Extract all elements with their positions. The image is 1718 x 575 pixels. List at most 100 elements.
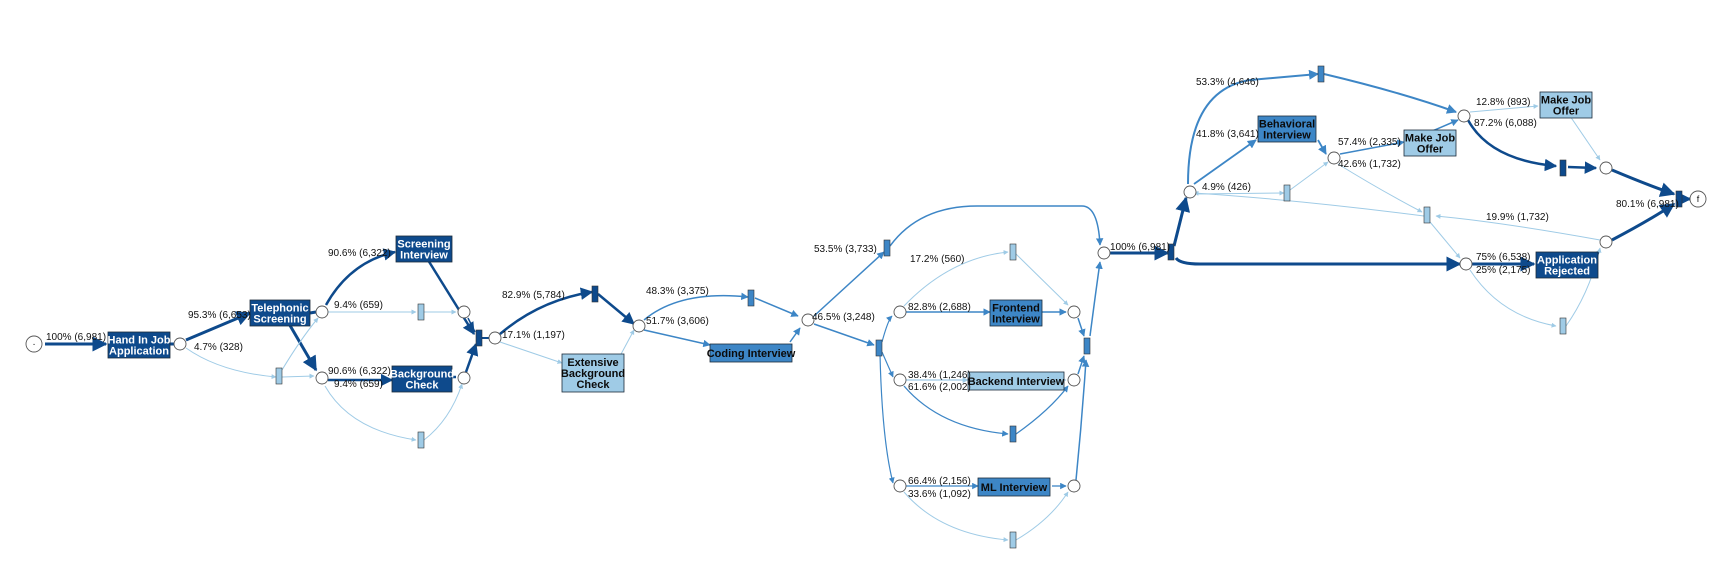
activity-box[interactable] bbox=[395, 235, 453, 263]
edge-p21-to-end-join bbox=[1611, 202, 1676, 242]
edge-p10-to-silent-g bbox=[903, 249, 1009, 307]
place bbox=[893, 373, 907, 387]
start-place: · bbox=[25, 335, 43, 353]
silent-transition bbox=[1559, 159, 1567, 177]
edge-silent-skip-to-p2 bbox=[281, 317, 319, 371]
edge-silent-skip-to-p3 bbox=[281, 373, 315, 379]
edge-p15-to-silent-j bbox=[1075, 359, 1090, 481]
edge-silent-j-to-p9 bbox=[1089, 261, 1103, 337]
activity-backend-interview[interactable]: Backend Interview bbox=[967, 371, 1065, 391]
activity-label-line: Background bbox=[561, 368, 625, 380]
activity-box[interactable] bbox=[391, 365, 453, 393]
places bbox=[173, 109, 1613, 493]
place bbox=[632, 319, 646, 333]
edge-silent-i-to-p15 bbox=[1015, 491, 1069, 541]
edge-label: 95.3% (6,653) bbox=[188, 310, 251, 321]
activity-box[interactable] bbox=[989, 299, 1043, 327]
activity-box[interactable] bbox=[967, 371, 1065, 391]
place bbox=[315, 305, 329, 319]
activity-box[interactable] bbox=[249, 299, 311, 327]
activity-ml-interview[interactable]: ML Interview bbox=[977, 477, 1051, 497]
silent-transition bbox=[1283, 184, 1291, 202]
edge-behavioral-to-p17 bbox=[1317, 139, 1327, 155]
edge-silent-m-back-to-p16 bbox=[1193, 190, 1425, 217]
edge-label: 25% (2,175) bbox=[1476, 265, 1530, 276]
place bbox=[1067, 479, 1081, 493]
place bbox=[488, 331, 502, 345]
edge-label: 4.7% (328) bbox=[194, 342, 243, 353]
silent-transition bbox=[417, 303, 425, 321]
place bbox=[1599, 235, 1613, 249]
edge-p18-to-offer-1 bbox=[1469, 103, 1539, 113]
edge-label: 4.9% (426) bbox=[1202, 182, 1251, 193]
silent-transition bbox=[475, 329, 483, 347]
edge-p14-to-silent-j bbox=[1077, 355, 1086, 375]
activity-label-line: Extensive bbox=[567, 357, 618, 369]
activity-coding-interview[interactable]: Coding Interview bbox=[707, 343, 796, 363]
edge-label: 82.8% (2,688) bbox=[908, 302, 971, 313]
edge-label: 17.1% (1,197) bbox=[502, 330, 565, 341]
silent-transition bbox=[1559, 317, 1567, 335]
edge-p1-to-telephonic bbox=[185, 311, 252, 342]
edge-label: 87.2% (6,088) bbox=[1474, 118, 1537, 129]
activity-box[interactable] bbox=[709, 343, 793, 363]
edge-p19-to-end-join bbox=[1611, 168, 1676, 197]
edge-p5-to-join bbox=[464, 342, 479, 373]
activity-box[interactable] bbox=[561, 353, 625, 393]
activity-box[interactable] bbox=[1403, 129, 1457, 157]
activity-box[interactable] bbox=[1539, 91, 1593, 119]
activity-box[interactable] bbox=[977, 477, 1051, 497]
silent-transition bbox=[875, 339, 883, 357]
place bbox=[1459, 257, 1473, 271]
edge-p4-to-join bbox=[467, 317, 476, 333]
activity-label-line: Interview bbox=[1263, 130, 1311, 142]
silent-transition bbox=[1009, 531, 1017, 549]
edge-p1-to-silent-skip bbox=[185, 347, 277, 380]
edge-silent-b-to-p5 bbox=[423, 383, 463, 441]
edge-p7-to-silent-d bbox=[643, 292, 749, 321]
place bbox=[457, 305, 471, 319]
edge-label: 19.9% (1,732) bbox=[1486, 212, 1549, 223]
edge-label: 33.6% (1,092) bbox=[908, 489, 971, 500]
edge-label: 41.8% (3,641) bbox=[1196, 129, 1259, 140]
edge-screening-to-join bbox=[426, 259, 476, 336]
edge-label: 90.6% (6,322) bbox=[328, 366, 391, 377]
activity-label-line: Telephonic bbox=[251, 303, 308, 315]
edge-labels: 100% (6,981) 95.3% (6,653) 4.7% (328) 90.6%… bbox=[46, 77, 1679, 500]
edge-silent-f-to-p10 bbox=[881, 315, 893, 343]
edge-p7-to-coding bbox=[643, 329, 711, 348]
silent-transitions bbox=[275, 65, 1683, 549]
place bbox=[801, 313, 815, 327]
edge-label: 53.5% (3,733) bbox=[814, 244, 877, 255]
edge-label: 38.4% (1,246) bbox=[908, 370, 971, 381]
activity-label-line: Make Job bbox=[1541, 95, 1591, 107]
edge-telephonic-to-p3 bbox=[286, 321, 318, 372]
edge-label: 82.9% (5,784) bbox=[502, 290, 565, 301]
edge-label: 100% (6,981) bbox=[46, 332, 106, 343]
activity-label-line: Frontend bbox=[992, 303, 1040, 315]
activity-label-line: Offer bbox=[1553, 106, 1580, 118]
activity-box[interactable] bbox=[1257, 115, 1317, 143]
activity-box[interactable] bbox=[1535, 251, 1599, 279]
edge-label: 51.7% (3,606) bbox=[646, 316, 709, 327]
place bbox=[173, 337, 187, 351]
place bbox=[1097, 246, 1111, 260]
silent-transition bbox=[1317, 65, 1325, 83]
place bbox=[1183, 185, 1197, 199]
edge-p12-to-silent-i bbox=[903, 491, 1009, 543]
activity-label-line: ML Interview bbox=[981, 482, 1048, 494]
activity-box[interactable] bbox=[107, 331, 171, 359]
activity-label-line: Screening bbox=[253, 314, 306, 326]
place bbox=[1067, 305, 1081, 319]
